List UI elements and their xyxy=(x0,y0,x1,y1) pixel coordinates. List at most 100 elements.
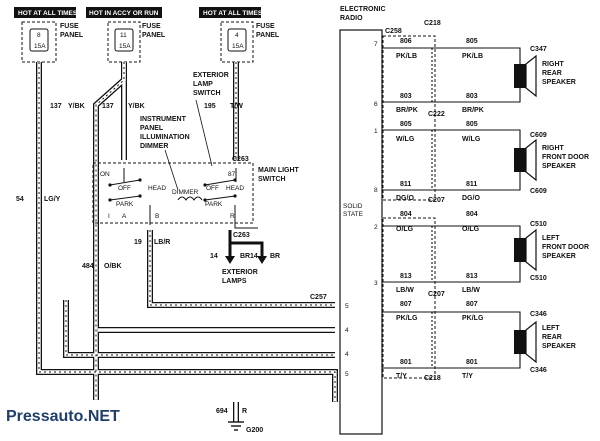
header-hot-all-times-2: HOT AT ALL TIMES xyxy=(203,10,263,17)
rw-805d-color: W/LG xyxy=(462,136,481,143)
watermark: Pressauto.NET xyxy=(6,408,120,425)
rw-803: 803 xyxy=(400,93,412,100)
exterior-lamp-switch-l3: SWITCH xyxy=(193,90,221,97)
radio-pin-3: 3 xyxy=(374,280,378,287)
header-hot-accy-run: HOT IN ACCY OR RUN xyxy=(89,10,159,17)
rw-813b-color: LB/W xyxy=(462,287,480,294)
wire-484-color: O/BK xyxy=(104,263,122,270)
fuse-3-amp: 15A xyxy=(232,43,244,50)
speaker-lr-l3: SPEAKER xyxy=(542,343,576,350)
radio-title-l2: RADIO xyxy=(340,15,363,22)
wire-137a-color: Y/BK xyxy=(68,103,85,110)
rw-803b-color: BR/PK xyxy=(462,107,484,114)
rw-811-color: DG/O xyxy=(396,195,414,202)
wire-137b-color: Y/BK xyxy=(128,103,145,110)
speaker-rr-l3: SPEAKER xyxy=(542,79,576,86)
speaker-rf-l3: SPEAKER xyxy=(542,163,576,170)
fuse-panel-label-1a: FUSE xyxy=(60,23,79,30)
wire-14a-color: BR xyxy=(240,253,250,260)
solid-state-l2: STATE xyxy=(343,211,364,218)
exterior-lamps-l1: EXTERIOR xyxy=(222,269,258,276)
wire-137b-num: 137 xyxy=(102,103,114,110)
rw-801-color: T/Y xyxy=(396,373,407,380)
radio-pin-7: 7 xyxy=(374,41,378,48)
instrument-panel-l1: INSTRUMENT xyxy=(140,116,187,123)
header-box-3 xyxy=(199,7,261,18)
park-label-2: PARK xyxy=(205,201,223,208)
wire-137a-num: 137 xyxy=(50,103,62,110)
rw-811b-color: DG/O xyxy=(462,195,480,202)
pin-i-label: I xyxy=(108,213,110,220)
rw-813: 813 xyxy=(400,273,412,280)
off-label-1: OFF xyxy=(118,185,131,192)
rw-804b-color: O/LG xyxy=(462,226,480,233)
wire-14a-num: 14 xyxy=(210,253,218,260)
wire-484-num: 484 xyxy=(82,263,94,270)
rw-803-color: BR/PK xyxy=(396,107,418,114)
fuse-panel-box-2 xyxy=(107,21,141,63)
fuse-panel-label-1b: PANEL xyxy=(60,32,84,39)
fuse-element-1 xyxy=(29,28,49,52)
wire-14b-color: BR xyxy=(270,253,280,260)
speaker-right-rear xyxy=(514,54,537,98)
c207b-label: C207 xyxy=(428,291,445,298)
exterior-lamps-l2: LAMPS xyxy=(222,278,247,285)
rw-801b-color: T/Y xyxy=(462,373,473,380)
fuse-panel-label-3b: PANEL xyxy=(256,32,280,39)
rw-804: 804 xyxy=(400,211,412,218)
fuse-1-amp: 15A xyxy=(34,43,46,50)
g200-label: G200 xyxy=(246,427,263,434)
rw-805c: 805 xyxy=(400,121,412,128)
radio-connector-upper xyxy=(382,35,436,201)
rw-811: 811 xyxy=(400,181,411,188)
speaker-rf-l2: FRONT DOOR xyxy=(542,154,589,161)
fuse-panel-box-1 xyxy=(21,21,57,63)
solid-state-l1: SOLID xyxy=(343,203,363,210)
fuse-panel-box-3 xyxy=(220,21,254,63)
fuse-panel-label-2b: PANEL xyxy=(142,32,166,39)
radio-title-l1: ELECTRONIC xyxy=(340,6,386,13)
rw-804-color: O/LG xyxy=(396,226,414,233)
speaker-rf-conn-top: C609 xyxy=(530,132,547,139)
instrument-panel-l3: ILLUMINATION xyxy=(140,134,190,141)
c263-top-label: C263 xyxy=(232,156,249,163)
pin-b-label: B xyxy=(155,213,159,220)
radio-connector-lower xyxy=(382,217,436,379)
radio-pin-2: 2 xyxy=(374,224,378,231)
instrument-panel-l2: PANEL xyxy=(140,125,164,132)
fuse-3-num: 4 xyxy=(235,32,239,39)
rw-807: 807 xyxy=(400,301,412,308)
speaker-lr-l1: LEFT xyxy=(542,325,560,332)
c257-label: C257 xyxy=(310,294,327,301)
c257-pin-5a: 5 xyxy=(345,303,349,310)
rw-801: 801 xyxy=(400,359,412,366)
rw-811b: 811 xyxy=(466,181,477,188)
fuse-2-num: 11 xyxy=(120,32,127,39)
pin-on-label: ON xyxy=(100,171,110,178)
off-label-2: OFF xyxy=(206,185,219,192)
rw-807-color: PK/LG xyxy=(396,315,418,322)
c207-label: C207 xyxy=(428,197,445,204)
c218b-label: C218 xyxy=(424,375,441,382)
head-label-1: HEAD xyxy=(148,185,166,192)
speaker-lf-l1: LEFT xyxy=(542,235,560,242)
wire-14b-num: 14 xyxy=(250,253,258,260)
wire-19-color: LB/R xyxy=(154,239,170,246)
dimmer-resistor xyxy=(177,196,203,201)
rw-806: 806 xyxy=(400,38,412,45)
c257-pin-4a: 4 xyxy=(345,327,349,334)
header-hot-all-times-1: HOT AT ALL TIMES xyxy=(18,10,78,17)
main-light-switch-box xyxy=(92,162,254,224)
c218-top-label: C218 xyxy=(424,20,441,27)
speaker-lf-l3: SPEAKER xyxy=(542,253,576,260)
dimmer-label: DIMMER xyxy=(172,189,199,196)
pin-87-label: 87 xyxy=(228,171,236,178)
speaker-rf-conn-bottom: C609 xyxy=(530,188,547,195)
instrument-panel-l4: DIMMER xyxy=(140,143,168,150)
fuse-panel-label-2a: FUSE xyxy=(142,23,161,30)
speaker-right-front-door xyxy=(514,138,537,182)
speaker-left-front-door xyxy=(514,228,537,272)
rw-807b-color: PK/LG xyxy=(462,315,484,322)
rw-807b: 807 xyxy=(466,301,478,308)
wire-54-color: LG/Y xyxy=(44,196,61,203)
